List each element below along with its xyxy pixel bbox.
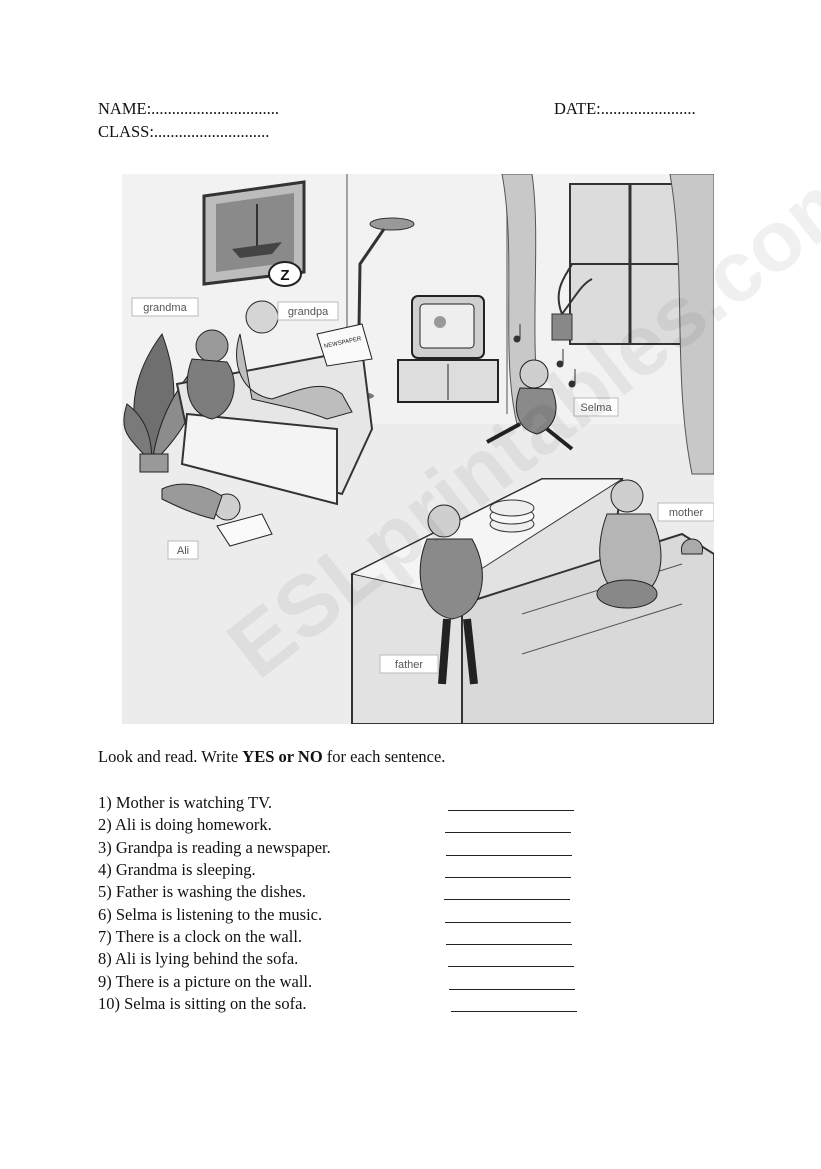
label-ali: Ali — [167, 540, 199, 560]
answer-blank-7[interactable] — [446, 944, 572, 945]
grandma-figure — [186, 329, 235, 420]
newspaper: NEWSPAPER — [316, 323, 373, 367]
question-item: 5) Father is washing the dishes. — [98, 882, 307, 901]
music-notes — [513, 324, 576, 388]
mother-figure — [596, 479, 662, 609]
answer-blank-4[interactable] — [445, 877, 571, 878]
answer-blank-9[interactable] — [449, 989, 575, 990]
dish-stack — [489, 499, 535, 533]
answer-blank-6[interactable] — [445, 922, 571, 923]
label-grandma: grandma — [131, 297, 199, 317]
svg-text:mother: mother — [669, 507, 704, 519]
snore-bubble: Z — [268, 261, 302, 287]
selma-figure — [486, 359, 574, 451]
question-item: 2) Ali is doing homework. — [98, 815, 272, 834]
answer-blank-8[interactable] — [448, 966, 574, 967]
question-item: 7) There is a clock on the wall. — [98, 927, 303, 946]
svg-text:grandma: grandma — [143, 302, 187, 314]
father-figure — [419, 504, 483, 685]
question-item: 3) Grandpa is reading a newspaper. — [98, 838, 331, 857]
class-field[interactable]: CLASS:............................ — [98, 122, 270, 141]
windowsill-plant — [551, 263, 593, 341]
label-selma: Selma — [573, 397, 619, 417]
label-grandpa: grandpa — [277, 301, 339, 321]
tv — [397, 295, 499, 403]
kettle — [681, 538, 703, 555]
instruction: Look and read. Write YES or NO for each … — [98, 747, 445, 767]
question-item: 8) Ali is lying behind the sofa. — [98, 949, 299, 968]
question-item: 4) Grandma is sleeping. — [98, 860, 256, 879]
question-item: 1) Mother is watching TV. — [98, 793, 272, 812]
answer-blank-10[interactable] — [451, 1011, 577, 1012]
wall-picture — [202, 180, 306, 286]
svg-text:father: father — [395, 659, 423, 671]
date-field[interactable]: DATE:....................... — [554, 99, 696, 118]
answer-blank-3[interactable] — [446, 855, 572, 856]
grandpa-figure — [236, 300, 353, 420]
label-father: father — [379, 654, 439, 674]
instruction-text-after: for each sentence. — [322, 747, 446, 766]
family-scene-illustration: Z NEWSPAPER — [122, 174, 714, 724]
svg-text:Ali: Ali — [177, 545, 189, 557]
svg-text:Selma: Selma — [580, 402, 612, 414]
question-item: 6) Selma is listening to the music. — [98, 905, 323, 924]
answer-blank-2[interactable] — [445, 832, 571, 833]
name-field[interactable]: NAME:............................... — [98, 99, 280, 118]
question-item: 9) There is a picture on the wall. — [98, 972, 313, 991]
snore-text: Z — [280, 267, 289, 284]
label-mother: mother — [657, 502, 714, 522]
question-item: 10) Selma is sitting on the sofa. — [98, 994, 307, 1013]
answer-blank-1[interactable] — [448, 810, 574, 811]
svg-text:grandpa: grandpa — [288, 306, 329, 318]
instruction-bold: YES or NO — [242, 747, 323, 766]
ali-figure — [161, 483, 273, 547]
answer-blank-5[interactable] — [444, 899, 570, 900]
instruction-text-before: Look and read. Write — [98, 747, 243, 766]
